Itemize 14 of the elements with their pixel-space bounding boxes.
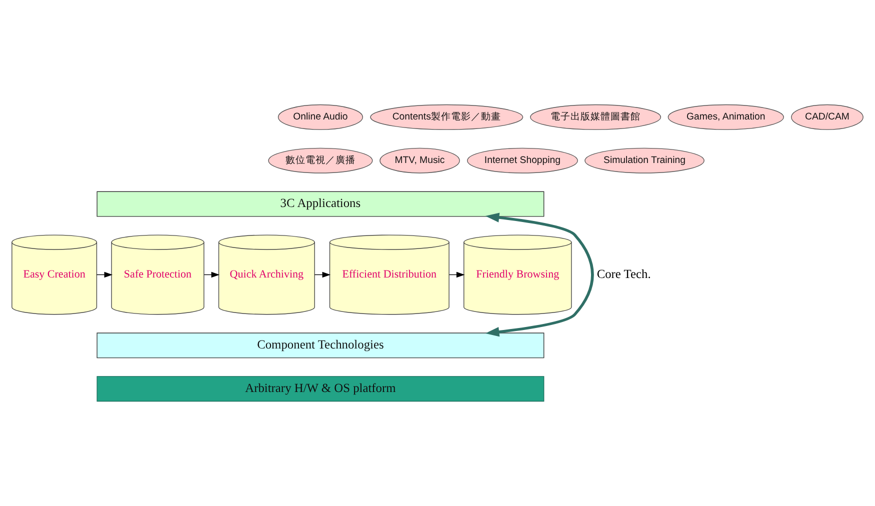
node-ellipse: Simulation Training bbox=[584, 148, 704, 174]
node-ellipse: Contents製作電影／動畫 bbox=[370, 104, 524, 130]
node-box: 3C Applications bbox=[96, 191, 544, 217]
node-ellipse: 數位電視／廣播 bbox=[268, 148, 373, 174]
node-ellipse: Internet Shopping bbox=[467, 148, 578, 174]
node-ellipse: Online Audio bbox=[278, 104, 363, 130]
edge-label: Core Tech. bbox=[596, 266, 651, 281]
node-box: Component Technologies bbox=[96, 332, 544, 358]
node-ellipse: 電子出版媒體圖書館 bbox=[530, 104, 662, 130]
node-ellipse: MTV, Music bbox=[380, 148, 460, 174]
node-ellipse: CAD/CAM bbox=[791, 104, 864, 130]
arrow bbox=[485, 212, 594, 337]
node-box: Arbitrary H/W & OS platform bbox=[96, 376, 544, 402]
node-ellipse: Games, Animation bbox=[668, 104, 784, 130]
